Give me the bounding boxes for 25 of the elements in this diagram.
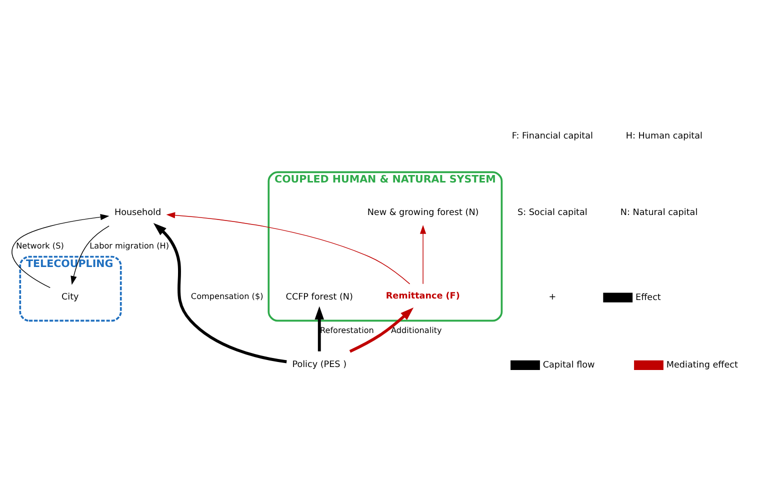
edge-label: Additionality (391, 324, 442, 335)
legend-label: Mediating effect (666, 360, 738, 370)
label: S: Social capital (517, 207, 588, 218)
node-text: CCFP forest (N) (286, 292, 353, 302)
arrow (166, 212, 410, 284)
node-text: Remittance (F) (386, 291, 460, 302)
label: H: Human capital (626, 130, 702, 141)
legend-label: Capital flow (542, 360, 595, 370)
arrow (12, 214, 110, 288)
arrow (349, 307, 414, 352)
node-text: Household (114, 207, 162, 218)
arrow (314, 306, 324, 351)
node-text: New & growing forest (N) (367, 207, 479, 218)
node-text: Policy (PES ) (292, 360, 347, 370)
label: F: Financial capital (512, 130, 594, 141)
arrow (153, 222, 287, 363)
legend-label: Effect (636, 292, 661, 302)
edge-label: Network (S) (16, 240, 64, 250)
label: N: Natural capital (620, 207, 698, 218)
edge-label: Compensation ($) (190, 290, 264, 301)
label: + (548, 292, 556, 302)
arrow (420, 224, 426, 284)
edge-label: Labor migration (H) (90, 240, 169, 250)
node-text: City (61, 292, 79, 302)
arrow (70, 225, 110, 284)
